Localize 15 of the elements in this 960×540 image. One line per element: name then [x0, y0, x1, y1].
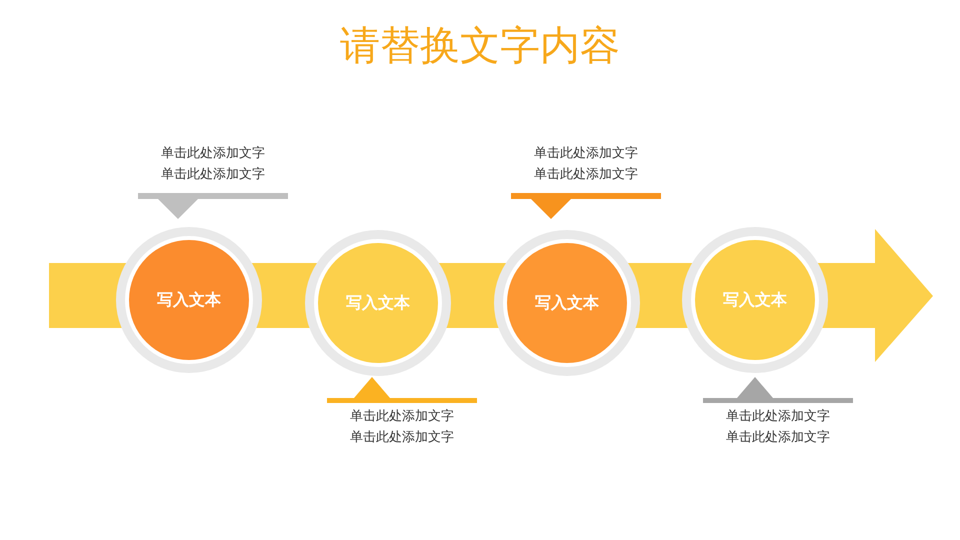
- callout-text: 单击此处添加文字: [725, 429, 831, 447]
- title: 请替换文字内容: [339, 22, 621, 71]
- step-label: 写入文本: [535, 292, 599, 314]
- callout-text: 单击此处添加文字: [160, 166, 266, 184]
- callout: [511, 145, 661, 221]
- callout: [138, 145, 288, 221]
- callout-text: 单击此处添加文字: [160, 145, 266, 163]
- callout-text: 单击此处添加文字: [349, 408, 455, 426]
- callout-text: 单击此处添加文字: [349, 429, 455, 447]
- step-label: 写入文本: [346, 292, 410, 314]
- step-label: 写入文本: [723, 290, 787, 310]
- step-label: 写入文本: [157, 290, 221, 310]
- callout-text: 单击此处添加文字: [725, 408, 831, 426]
- callout-text: 单击此处添加文字: [533, 166, 639, 184]
- callout-text: 单击此处添加文字: [533, 145, 639, 163]
